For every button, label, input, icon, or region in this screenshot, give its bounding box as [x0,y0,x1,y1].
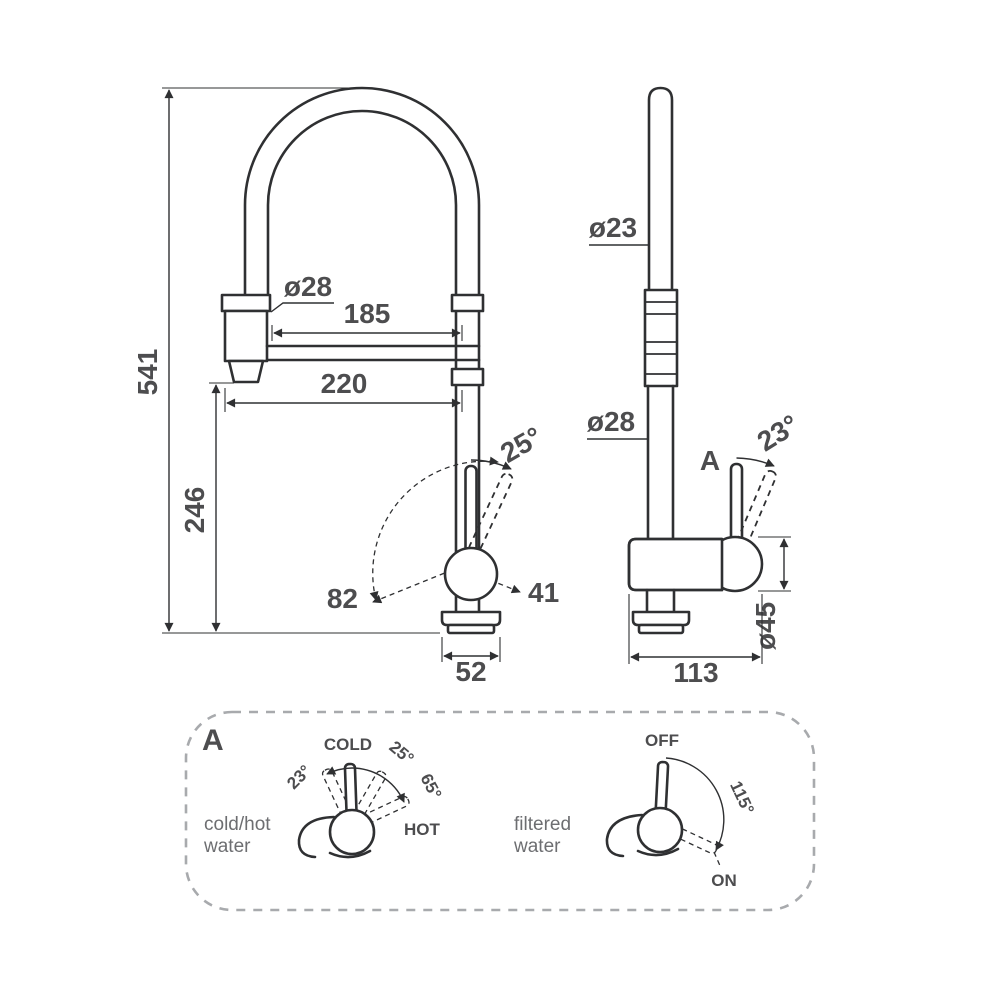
mixer-caption-line2: water [203,836,251,857]
mixer-body-hint [328,849,372,859]
mixer-spout-hint [297,815,336,859]
gooseneck [243,86,481,614]
side-handle-angle-arc [736,457,775,467]
filtered-on-label: ON [711,871,737,890]
handle-ball [443,546,499,602]
side-body [627,535,764,593]
side-base [631,588,691,635]
filtered-caption-line2: water [513,836,561,857]
mixer-arc-25 [351,767,382,777]
dimension-total-height: 541 [132,87,440,634]
dim-pipe-diameter-label: ø23 [589,212,637,243]
dim-handle-angle-side-label: 23° [752,409,804,458]
dimension-body-diameter: ø45 [750,536,791,650]
mixer-angle-65-label: 65° [416,771,445,803]
side-lower-pipe [646,384,675,541]
side-handle-lever-dashed [737,470,777,545]
dim-spout-reach-label: 185 [344,298,391,329]
dim-total-height-label: 541 [132,349,163,396]
filtered-on-leader [713,851,722,869]
detail-panel-ref-label: A [202,724,224,757]
handle-angle-arc [470,459,512,470]
detail-panel-border [184,710,816,912]
handle-lever [464,459,514,554]
mixer-arc-65 [380,775,405,803]
detail-panel: A COLD 25° 65° HOT 23° [184,710,816,912]
filtered-caption-line1: filtered [514,814,571,835]
mixer-hot-label: HOT [404,820,441,839]
dimension-spout-reach: 185 [271,298,463,341]
dim-body-diameter-label: ø45 [750,602,781,650]
dimension-body-length: 113 [628,594,763,688]
spout-arm [265,344,481,362]
filtered-off-label: OFF [645,731,679,750]
front-view: 541 246 ø28 185 220 25° [132,86,559,687]
mixer-lever-23-dashed [321,768,357,830]
dim-head-diameter-label: ø28 [284,271,332,302]
pipe-collars [450,293,485,387]
dim-total-reach-label: 220 [321,368,368,399]
dimension-total-reach: 220 [224,368,463,412]
side-view: ø23 ø28 A 23 [587,86,804,688]
mixer-lever-25-dashed [347,770,387,830]
handle-swing-leader-left [372,569,453,604]
mixer-lever-65-dashed [348,795,410,831]
filtered-hub [636,806,684,854]
filtered-spout-hint [605,813,644,858]
detail-ref-marker: A [700,445,720,476]
mixer-caption-line1: cold/hot [204,814,271,835]
side-top-pipe [647,86,674,304]
dim-spout-height-label: 246 [179,487,210,534]
dim-handle-angle-front-label: 25° [495,421,547,469]
dimension-spout-height: 246 [179,382,234,632]
mixer-arc-23 [326,766,353,775]
dim-body-length-label: 113 [673,657,718,688]
dim-handle-right-label: 41 [528,577,559,608]
base-front [440,610,502,635]
filtered-body-hint [636,847,680,857]
filtered-angle-115-label: 115° [726,778,758,817]
handle-swing-arc [369,456,499,601]
dimension-pipe-diameter: ø23 [589,212,648,246]
mixer-angle-23-label: 23° [283,761,315,793]
dim-lower-pipe-diameter-label: ø28 [587,406,635,437]
side-handle-lever [729,457,777,545]
filtered-detail-figure: OFF 115° ON filtered water [513,731,758,890]
mixer-cold-label: COLD [324,735,372,754]
mixer-angle-25-label: 25° [386,737,418,768]
spray-head [220,293,272,384]
mixer-hub [328,808,376,856]
dim-handle-left-label: 82 [327,583,358,614]
dim-base-width-label: 52 [455,656,486,687]
dimension-lower-pipe-diameter: ø28 [587,406,647,440]
mixer-detail-figure: COLD 25° 65° HOT 23° cold/hot water [203,735,445,859]
dimension-base-width: 52 [441,637,501,687]
filtered-rotation-arc [665,757,725,851]
dimension-head-diameter: ø28 [270,271,334,313]
side-connector [643,288,679,388]
